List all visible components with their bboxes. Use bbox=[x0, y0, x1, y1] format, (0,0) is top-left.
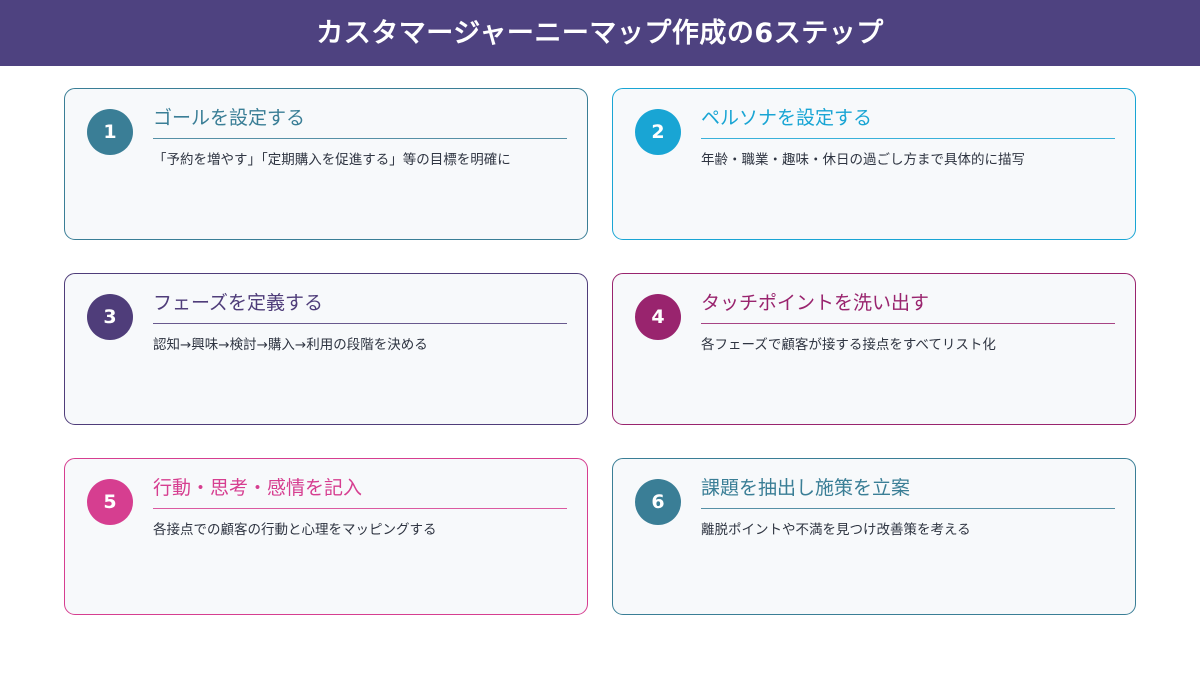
title-divider bbox=[153, 137, 567, 139]
step-title: タッチポイントを洗い出す bbox=[701, 292, 930, 314]
step-card-4-inner: 4 タッチポイントを洗い出す 各フェーズで顧客が接する接点をすべてリスト化 bbox=[613, 274, 1135, 424]
step-card-2-inner: 2 ペルソナを設定する 年齢・職業・趣味・休日の過ごし方まで具体的に描写 bbox=[613, 89, 1135, 239]
step-card-6[interactable]: 6 課題を抽出し施策を立案 離脱ポイントや不満を見つけ改善策を考える bbox=[612, 458, 1136, 615]
title-divider bbox=[153, 507, 567, 509]
step-number-badge: 4 bbox=[635, 294, 681, 340]
step-title: ペルソナを設定する bbox=[701, 107, 873, 129]
step-description: 年齢・職業・趣味・休日の過ごし方まで具体的に描写 bbox=[701, 151, 1025, 168]
steps-grid: 1 ゴールを設定する 「予約を増やす」「定期購入を促進する」等の目標を明確に 2… bbox=[64, 88, 1136, 615]
step-card-3-content: フェーズを定義する 認知→興味→検討→購入→利用の段階を決める bbox=[153, 290, 567, 356]
title-divider bbox=[701, 507, 1115, 509]
step-card-1-content: ゴールを設定する 「予約を増やす」「定期購入を促進する」等の目標を明確に bbox=[153, 105, 567, 171]
step-number-badge: 5 bbox=[87, 479, 133, 525]
title-divider bbox=[153, 322, 567, 324]
step-card-5-content: 行動・思考・感情を記入 各接点での顧客の行動と心理をマッピングする bbox=[153, 475, 567, 541]
step-description: 「予約を増やす」「定期購入を促進する」等の目標を明確に bbox=[153, 151, 511, 168]
title-divider bbox=[701, 322, 1115, 324]
step-card-6-inner: 6 課題を抽出し施策を立案 離脱ポイントや不満を見つけ改善策を考える bbox=[613, 459, 1135, 614]
step-card-6-content: 課題を抽出し施策を立案 離脱ポイントや不満を見つけ改善策を考える bbox=[701, 475, 1115, 541]
step-title: フェーズを定義する bbox=[153, 292, 324, 314]
header-banner: カスタマージャーニーマップ作成の6ステップ bbox=[0, 0, 1200, 66]
step-description: 各接点での顧客の行動と心理をマッピングする bbox=[153, 521, 437, 538]
page-title: カスタマージャーニーマップ作成の6ステップ bbox=[316, 17, 884, 49]
step-title: ゴールを設定する bbox=[153, 107, 306, 129]
step-number-badge: 6 bbox=[635, 479, 681, 525]
step-card-3[interactable]: 3 フェーズを定義する 認知→興味→検討→購入→利用の段階を決める bbox=[64, 273, 588, 425]
step-title: 行動・思考・感情を記入 bbox=[153, 477, 363, 499]
title-divider bbox=[701, 137, 1115, 139]
step-card-5[interactable]: 5 行動・思考・感情を記入 各接点での顧客の行動と心理をマッピングする bbox=[64, 458, 588, 615]
step-description: 認知→興味→検討→購入→利用の段階を決める bbox=[153, 336, 428, 353]
step-number-badge: 1 bbox=[87, 109, 133, 155]
step-card-5-inner: 5 行動・思考・感情を記入 各接点での顧客の行動と心理をマッピングする bbox=[65, 459, 587, 614]
step-card-2[interactable]: 2 ペルソナを設定する 年齢・職業・趣味・休日の過ごし方まで具体的に描写 bbox=[612, 88, 1136, 240]
step-title: 課題を抽出し施策を立案 bbox=[701, 477, 911, 499]
step-card-2-content: ペルソナを設定する 年齢・職業・趣味・休日の過ごし方まで具体的に描写 bbox=[701, 105, 1115, 171]
step-card-1[interactable]: 1 ゴールを設定する 「予約を増やす」「定期購入を促進する」等の目標を明確に bbox=[64, 88, 588, 240]
step-description: 各フェーズで顧客が接する接点をすべてリスト化 bbox=[701, 336, 996, 353]
step-card-4-content: タッチポイントを洗い出す 各フェーズで顧客が接する接点をすべてリスト化 bbox=[701, 290, 1115, 356]
step-card-1-inner: 1 ゴールを設定する 「予約を増やす」「定期購入を促進する」等の目標を明確に bbox=[65, 89, 587, 239]
step-number-badge: 2 bbox=[635, 109, 681, 155]
step-card-3-inner: 3 フェーズを定義する 認知→興味→検討→購入→利用の段階を決める bbox=[65, 274, 587, 424]
step-description: 離脱ポイントや不満を見つけ改善策を考える bbox=[701, 521, 971, 538]
step-number-badge: 3 bbox=[87, 294, 133, 340]
step-card-4[interactable]: 4 タッチポイントを洗い出す 各フェーズで顧客が接する接点をすべてリスト化 bbox=[612, 273, 1136, 425]
